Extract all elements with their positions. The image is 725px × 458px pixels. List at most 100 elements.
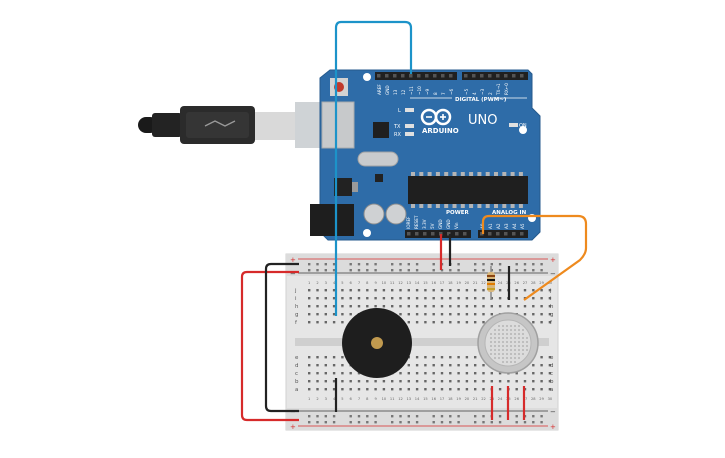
- pin-label: RX←0: [504, 83, 509, 95]
- wire-black-rail-left[interactable]: [264, 262, 299, 413]
- header-pin[interactable]: [377, 74, 381, 78]
- arduino-uno-board[interactable]: L TX RX ON ARDUINO UNO DIGITAL (PWM~) PO…: [310, 69, 541, 241]
- column-number: 1: [308, 397, 310, 401]
- header-pin[interactable]: [385, 74, 389, 78]
- wires: [240, 20, 588, 422]
- column-number: 17: [440, 281, 445, 285]
- header-pin[interactable]: [409, 74, 413, 78]
- row-letter: f: [550, 320, 553, 326]
- header-pin[interactable]: [417, 74, 421, 78]
- header-pin[interactable]: [449, 74, 453, 78]
- column-number: 26: [514, 397, 519, 401]
- column-number: 19: [456, 397, 461, 401]
- column-number: 26: [514, 281, 519, 285]
- resistor[interactable]: [487, 266, 495, 300]
- rail-top-plus-right: +: [550, 256, 556, 264]
- header-pin[interactable]: [455, 232, 459, 236]
- column-number: 20: [465, 397, 470, 401]
- column-number: 30: [548, 281, 553, 285]
- header-pin[interactable]: [512, 232, 516, 236]
- column-number: 1: [308, 281, 310, 285]
- column-number: 29: [539, 397, 544, 401]
- rail-bottom-plus: +: [290, 423, 296, 431]
- wire-red-rail-left[interactable]: [240, 270, 299, 422]
- pin-label: 13: [393, 89, 398, 95]
- column-number: 20: [465, 281, 470, 285]
- column-number: 16: [431, 281, 436, 285]
- row-letter: a: [295, 387, 298, 393]
- column-number: 13: [407, 397, 412, 401]
- header-pin[interactable]: [480, 74, 484, 78]
- column-number: 17: [440, 397, 445, 401]
- header-pin[interactable]: [431, 232, 435, 236]
- header-pin[interactable]: [415, 232, 419, 236]
- header-pin[interactable]: [441, 74, 445, 78]
- header-pin[interactable]: [496, 74, 500, 78]
- digital-header-label: DIGITAL (PWM~): [455, 97, 507, 103]
- rail-top-plus: +: [290, 256, 296, 264]
- header-pin[interactable]: [393, 74, 397, 78]
- row-letter: e: [295, 355, 299, 361]
- analog-header: [478, 230, 528, 238]
- column-number: 6: [350, 397, 353, 401]
- column-number: 24: [498, 397, 503, 401]
- header-pin[interactable]: [520, 232, 524, 236]
- column-number: 12: [398, 397, 403, 401]
- pin-label: ~6: [449, 88, 454, 95]
- column-number: 11: [390, 397, 395, 401]
- header-pin[interactable]: [488, 74, 492, 78]
- arduino-model: UNO: [468, 113, 497, 128]
- column-number: 4: [333, 397, 336, 401]
- header-pin[interactable]: [423, 232, 427, 236]
- column-number: 24: [498, 281, 503, 285]
- header-pin[interactable]: [512, 74, 516, 78]
- pin-label: A4: [512, 223, 517, 229]
- row-letter: c: [295, 371, 298, 377]
- usb-socket: [321, 101, 355, 149]
- column-number: 5: [341, 397, 343, 401]
- power-header: [405, 230, 471, 238]
- header-pin[interactable]: [504, 74, 508, 78]
- column-number: 14: [415, 397, 420, 401]
- column-number: 14: [415, 281, 420, 285]
- arduino-logo-icon: [420, 108, 452, 126]
- power-jack: [310, 204, 354, 236]
- header-pin[interactable]: [425, 74, 429, 78]
- column-number: 10: [382, 397, 387, 401]
- pin-label: IOREF: [406, 216, 411, 229]
- pin-label: ~9: [425, 88, 430, 95]
- column-number: 7: [358, 397, 360, 401]
- row-letter: j: [294, 288, 297, 294]
- pin-label: 2: [488, 92, 493, 95]
- header-pin[interactable]: [401, 74, 405, 78]
- row-letter: d: [295, 363, 299, 369]
- digital-header-left: [375, 72, 457, 80]
- header-pin[interactable]: [464, 74, 468, 78]
- wire-orange-a0[interactable]: [481, 214, 588, 301]
- header-pin[interactable]: [472, 74, 476, 78]
- pin-label: 7: [441, 92, 446, 95]
- header-pin[interactable]: [520, 74, 524, 78]
- power-header-label: POWER: [446, 210, 470, 216]
- rail-top-minus: −: [290, 270, 296, 278]
- header-pin[interactable]: [447, 232, 451, 236]
- header-pin[interactable]: [488, 232, 492, 236]
- header-pin[interactable]: [504, 232, 508, 236]
- header-pin[interactable]: [407, 232, 411, 236]
- gas-sensor[interactable]: [477, 312, 539, 374]
- header-pin[interactable]: [480, 232, 484, 236]
- wire-blue-pin13[interactable]: [334, 20, 413, 316]
- pin-label: A1: [488, 223, 493, 229]
- header-pin[interactable]: [433, 74, 437, 78]
- header-pin[interactable]: [463, 232, 467, 236]
- pin-label: ~5: [464, 88, 469, 95]
- pin-label: ~3: [480, 88, 485, 95]
- led-rx-label: RX: [394, 132, 401, 138]
- piezo-buzzer[interactable]: [342, 308, 412, 378]
- header-pin[interactable]: [439, 232, 443, 236]
- row-letter: j: [549, 288, 552, 294]
- header-pin[interactable]: [496, 232, 500, 236]
- column-number: 30: [548, 397, 553, 401]
